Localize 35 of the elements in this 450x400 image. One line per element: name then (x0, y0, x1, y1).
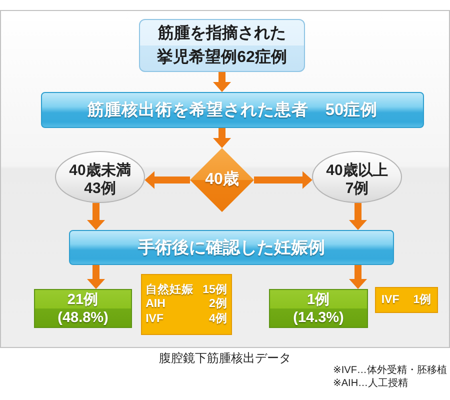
arrow (213, 128, 231, 148)
arrow (87, 202, 105, 230)
start-box: 筋腫を指摘された挙児希望例62症例 (139, 19, 305, 72)
case-count: 15例 (202, 282, 228, 298)
arrow (87, 265, 105, 289)
breakdown-box (375, 287, 438, 313)
case-count: 1例 (413, 292, 432, 308)
method-label: AIH (146, 297, 166, 312)
result-box (34, 289, 132, 328)
age-label: 40歳未満 (69, 162, 131, 180)
age-label: 40歳以上 (326, 162, 388, 180)
footnote: ※AIH…人工授精 (333, 377, 408, 390)
arrow (254, 171, 312, 189)
case-count: 7例 (345, 180, 369, 198)
percentage: (14.3%) (293, 308, 344, 326)
caption: 腹腔鏡下筋腫核出データ (159, 350, 291, 366)
process-box: 筋腫核出術を希望された患者 50症例 (41, 92, 424, 128)
decision-diamond: 40歳 (190, 148, 254, 212)
case-count: 43例 (84, 180, 116, 198)
breakdown-box (141, 274, 232, 335)
method-label: 自然妊娠 (146, 282, 194, 298)
method-label: IVF (146, 312, 164, 326)
process-box: 手術後に確認した妊娠例 (69, 230, 394, 265)
method-label: IVF (381, 292, 400, 308)
result-box (269, 289, 368, 328)
arrow (349, 203, 367, 230)
percentage: (48.8%) (58, 308, 108, 326)
arrow (213, 72, 231, 92)
case-count: 1例 (306, 290, 330, 308)
case-count: 2例 (208, 297, 228, 312)
case-count: 21例 (67, 290, 99, 308)
arrow (144, 171, 190, 189)
arrow (349, 265, 367, 289)
footnote: ※IVF…体外受精・胚移植 (333, 364, 447, 377)
case-count: 4例 (208, 312, 228, 326)
